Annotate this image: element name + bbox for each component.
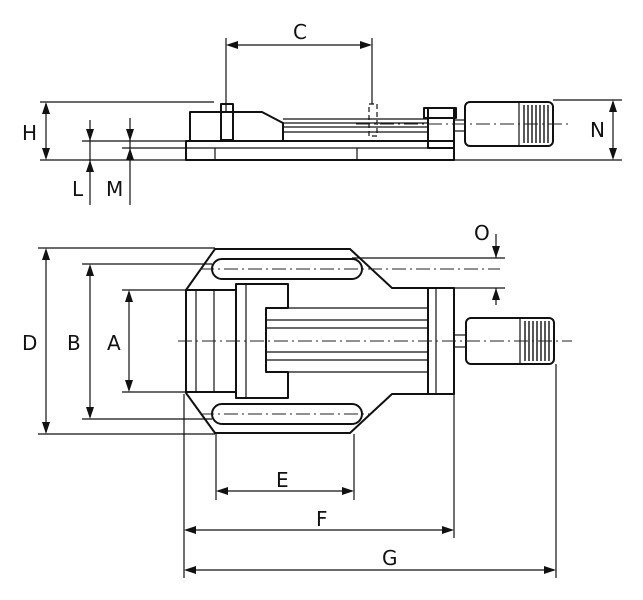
label-o: O xyxy=(474,221,490,245)
label-l: L xyxy=(72,177,84,201)
side-movable-jaw xyxy=(368,103,378,137)
label-h: H xyxy=(22,121,37,145)
label-c: C xyxy=(293,20,307,44)
side-dimensions xyxy=(40,38,622,205)
side-fixed-jaw xyxy=(189,111,284,142)
label-b: B xyxy=(67,331,81,355)
label-d: D xyxy=(22,331,37,355)
side-view xyxy=(185,101,570,161)
side-jaw-plate xyxy=(220,103,234,141)
dimension-labels: C H L M N O D B A E F G xyxy=(22,20,605,570)
label-g: G xyxy=(382,546,398,570)
label-f: F xyxy=(316,507,328,531)
top-movable-jaw xyxy=(235,283,289,399)
label-n: N xyxy=(590,118,605,142)
side-base-plate xyxy=(185,140,455,161)
top-dimensions xyxy=(38,234,557,578)
label-a: A xyxy=(107,331,121,355)
label-e: E xyxy=(276,468,289,492)
top-view xyxy=(178,248,572,434)
label-m: M xyxy=(106,177,123,201)
